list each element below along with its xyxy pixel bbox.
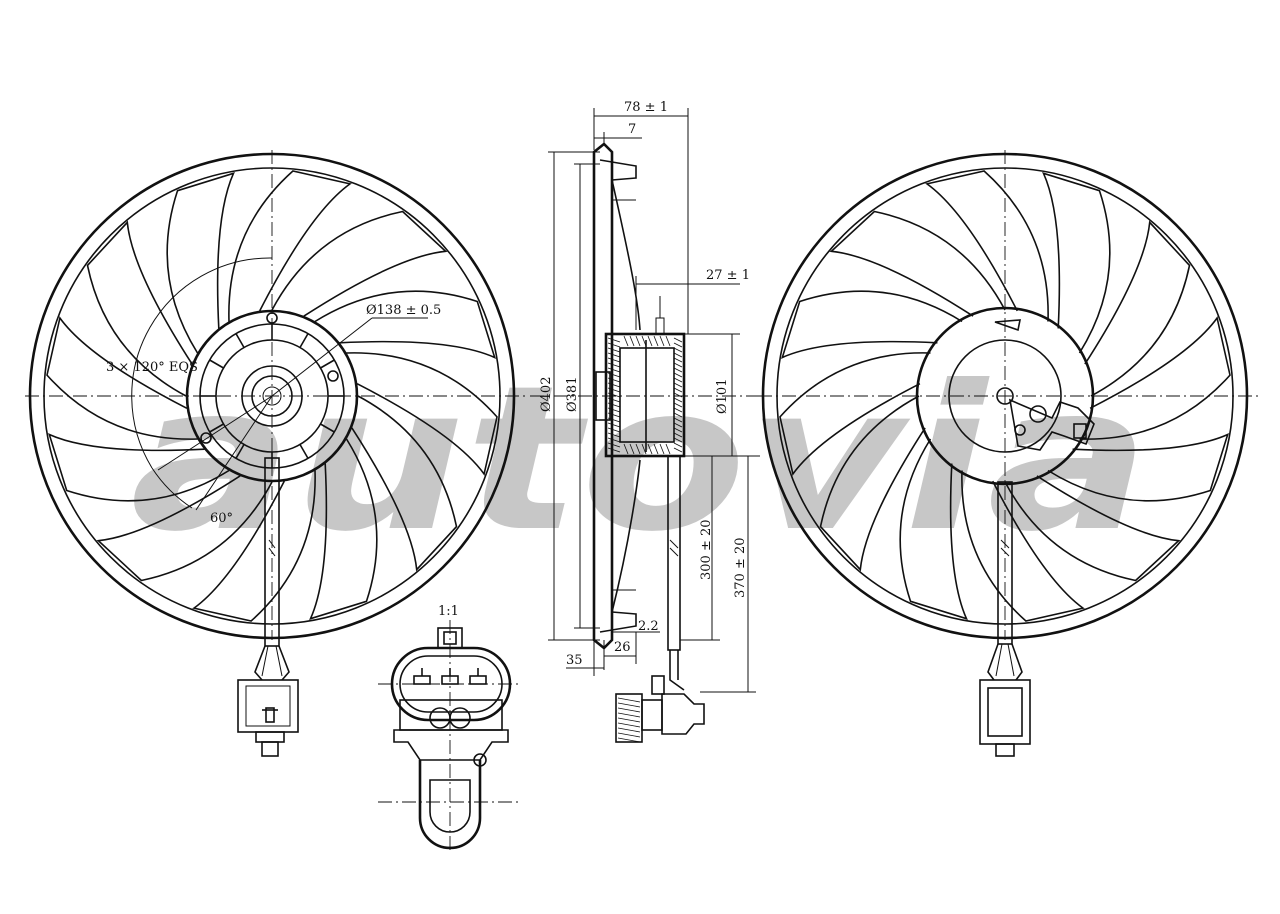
fan-blade: [48, 433, 230, 502]
fan-blade: [961, 470, 1085, 622]
dim-motor-offset: 27 ± 1: [706, 268, 750, 283]
fan-blade: [192, 470, 316, 622]
fan-blade: [228, 170, 352, 322]
fan-blade: [96, 475, 273, 582]
fan-blade: [271, 210, 448, 317]
hub-diameter-label: Ø138 ± 0.5: [366, 303, 441, 318]
dim-bottom-offset: 35: [566, 653, 583, 668]
connector-detail: 1:1: [378, 604, 522, 850]
fan-blade: [166, 172, 235, 354]
angle-label: 60°: [210, 511, 233, 526]
mount-pattern-label: 3 × 120° EQS: [106, 360, 198, 375]
hub-ribs: [200, 324, 344, 468]
fan-blade: [314, 290, 496, 359]
fan-blade: [1047, 433, 1229, 502]
fan-blade: [1042, 172, 1111, 354]
front-view: Ø138 ± 0.5 3 × 120° EQS 60°: [25, 150, 525, 757]
dim-total-depth: 78 ± 1: [624, 100, 668, 115]
fan-blade: [779, 352, 931, 476]
detail-scale-label: 1:1: [438, 604, 459, 619]
fan-blade: [925, 170, 1049, 322]
fan-blade: [309, 438, 378, 620]
dim-motor-diameter: Ø101: [715, 379, 730, 414]
side-view: 78 ± 1 7 27 ± 1 Ø402 Ø381 Ø101 300 ± 20 …: [530, 100, 760, 743]
fan-blade: [819, 395, 926, 572]
front-blades: [46, 170, 498, 622]
fan-blade: [899, 438, 968, 620]
fan-blade: [781, 290, 963, 359]
dim-cable-long: 370 ± 20: [733, 537, 748, 598]
fan-blade: [829, 210, 1006, 317]
watermark: autovia: [130, 343, 1150, 576]
fan-blade: [86, 220, 193, 397]
fan-blade: [346, 352, 498, 476]
fan-blade: [1079, 316, 1231, 440]
dim-ring-diameter: Ø381: [565, 377, 580, 412]
dim-cable-short: 300 ± 20: [699, 519, 714, 580]
dim-flange-width: 26: [614, 640, 631, 655]
dim-rim-depth: 7: [628, 122, 636, 137]
rear-blades: [779, 170, 1231, 622]
fan-blade: [351, 395, 458, 572]
fan-blade: [46, 316, 198, 440]
fan-blade: [1084, 220, 1191, 397]
side-connector-hatch: [617, 697, 641, 743]
motor-section-hatch: [607, 335, 683, 455]
fan-blade: [1004, 475, 1181, 582]
dim-outer-diameter: Ø402: [539, 377, 554, 412]
dim-flange-thickness: 2.2: [638, 619, 659, 634]
rear-view: [758, 150, 1262, 757]
